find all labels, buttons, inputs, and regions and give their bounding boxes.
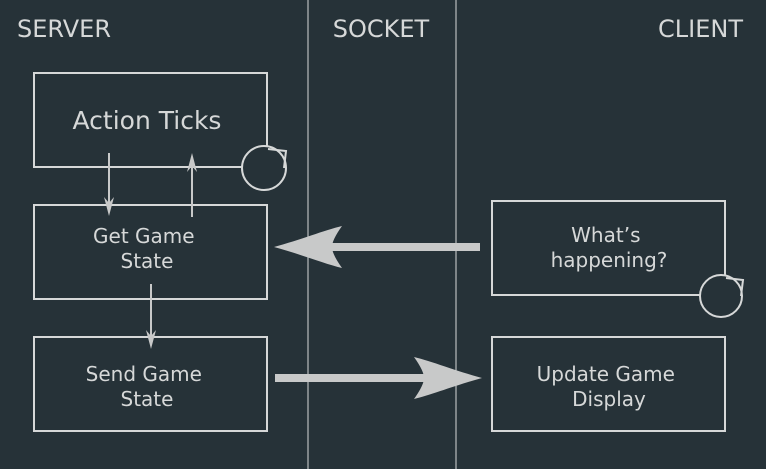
lane-title-server: SERVER (17, 15, 111, 43)
update-game-display-line-1: Update Game (537, 362, 675, 386)
svg-text:Get Game State: Get Game State (93, 224, 201, 273)
action-ticks-box: Action Ticks (33, 72, 268, 168)
loop-icon (241, 145, 288, 191)
whats-happening-box: What’s happening? (491, 200, 726, 296)
svg-text:Update Game Display: Update Game Display (537, 362, 682, 411)
get-game-state-line-1: Get Game (93, 224, 195, 248)
update-game-display-box: Update Game Display (491, 336, 726, 432)
lane-title-socket: SOCKET (333, 15, 430, 43)
send-game-state-line-1: Send Game (86, 362, 202, 386)
send-game-state-line-2: State (121, 387, 174, 411)
arrow-ticks-to-get-state (104, 153, 114, 216)
arrow-server-state-to-client (275, 357, 482, 399)
loop-icon-client (699, 274, 745, 318)
arrow-get-state-to-send-state (146, 284, 156, 349)
whats-happening-line-1: What’s (571, 223, 640, 247)
arrow-get-state-to-ticks (187, 153, 197, 217)
update-game-display-line-2: Display (572, 387, 646, 411)
lane-title-client: CLIENT (658, 15, 743, 43)
svg-text:Send Game State: Send Game State (86, 362, 209, 411)
get-game-state-line-2: State (121, 249, 174, 273)
svg-text:What’s happening?: What’s happening? (551, 223, 668, 272)
action-ticks-label: Action Ticks (73, 106, 222, 135)
arrow-client-request-to-server (274, 226, 480, 268)
whats-happening-line-2: happening? (551, 248, 668, 272)
send-game-state-box: Send Game State (33, 336, 268, 432)
